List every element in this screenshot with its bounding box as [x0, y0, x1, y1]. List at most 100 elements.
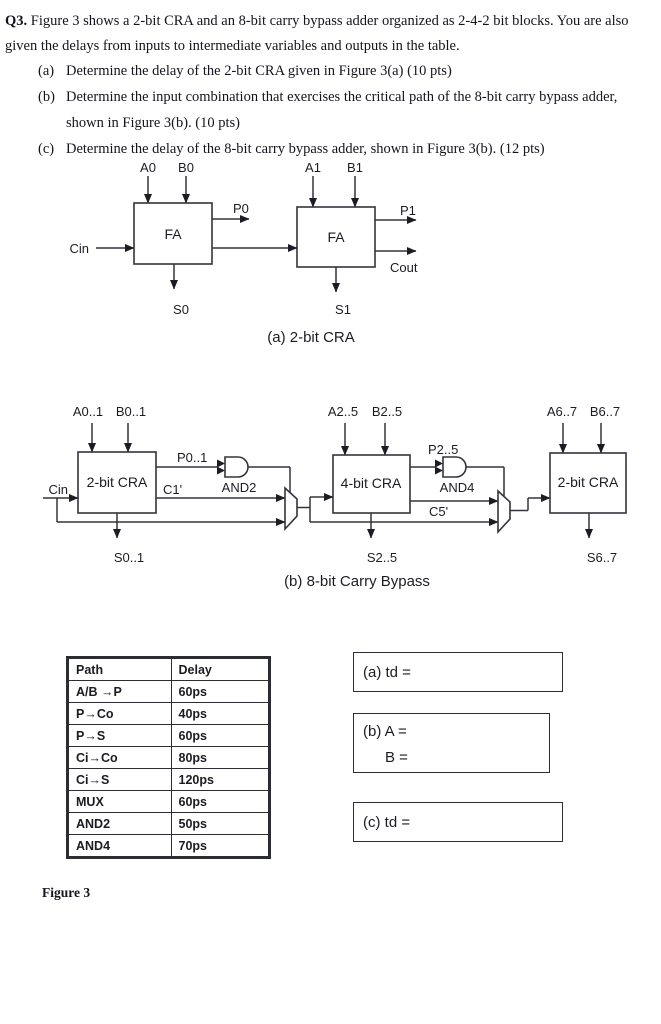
item-b-text: Determine the input combination that exe… [66, 89, 618, 131]
label-c5: C5' [429, 504, 448, 519]
label-p0: P0 [233, 201, 249, 216]
cell-path: AND4 [67, 834, 172, 858]
cell-path: AND2 [67, 812, 172, 835]
label-a1: A1 [305, 160, 321, 175]
label-b01: B0..1 [116, 404, 146, 419]
figure-label: Figure 3 [42, 885, 91, 900]
label-s1: S1 [335, 302, 351, 317]
answer-box-a: (a) td = [353, 652, 563, 692]
diagram-a-caption: (a) 2-bit CRA [267, 329, 355, 346]
label-s0: S0 [173, 302, 189, 317]
p01-bus-arrow-2 [217, 466, 225, 475]
label-cin: Cin [69, 241, 89, 256]
p25-bus-arrow-2 [435, 466, 443, 475]
and2-gate [224, 456, 249, 478]
cra-4bit-block [332, 454, 411, 514]
label-b1: B1 [347, 160, 363, 175]
cell-path: MUX [67, 790, 172, 813]
answer-c-label: (c) td = [363, 813, 411, 831]
cell-delay: 50ps [170, 812, 270, 835]
question-item-c: (c) Determine the delay of the 8-bit car… [38, 136, 644, 162]
fa0-label: FA [164, 226, 182, 242]
diagram-8bit-carry-bypass: A0..1 B0..1 2-bit CRA Cin P0..1 AND2 C1'… [43, 404, 627, 590]
answer-b-label-a: (b) A = [363, 723, 407, 740]
question-item-a: (a) Determine the delay of the 2-bit CRA… [38, 58, 644, 84]
question-intro-text: Figure 3 shows a 2-bit CRA and an 8-bit … [5, 13, 629, 54]
question-intro: Q3. Figure 3 shows a 2-bit CRA and an 8-… [5, 9, 658, 59]
p25-bus-arrow-1 [435, 459, 443, 468]
label-b0: B0 [178, 160, 194, 175]
header-path: Path [67, 657, 172, 681]
answer-b-label-b: B = [385, 749, 408, 766]
label-p25: P2..5 [428, 442, 458, 457]
question-items: (a) Determine the delay of the 2-bit CRA… [38, 58, 644, 162]
label-p1: P1 [400, 203, 416, 218]
label-b25: B2..5 [372, 404, 402, 419]
label-s67: S6..7 [587, 550, 617, 565]
fa0-input-arrows [144, 176, 190, 204]
header-delay: Delay [170, 657, 270, 681]
cra-2bit-label-1: 2-bit CRA [87, 474, 148, 490]
stage1-input-arrows [88, 423, 132, 453]
cell-delay: 40ps [170, 702, 270, 725]
label-a01: A0..1 [73, 404, 103, 419]
answer-box-b: (b) A = B = [353, 713, 550, 773]
cra-2bit-block-2 [549, 452, 627, 514]
cell-path: Ci→Co [67, 746, 172, 769]
cell-path: A/B →P [67, 680, 172, 703]
cell-path: Ci→S [67, 768, 172, 791]
cell-delay: 70ps [170, 834, 270, 858]
label-b67: B6..7 [590, 404, 620, 419]
label-a67: A6..7 [547, 404, 577, 419]
mux2 [497, 489, 511, 535]
table-header-row: Path Delay [67, 657, 270, 681]
diagram-b-caption: (b) 8-bit Carry Bypass [284, 573, 430, 590]
answer-a-label: (a) td = [363, 663, 411, 681]
label-s01: S0..1 [114, 550, 144, 565]
cell-delay: 60ps [170, 724, 270, 747]
answer-box-c: (c) td = [353, 802, 563, 842]
cell-delay: 80ps [170, 746, 270, 769]
fa1-label: FA [327, 229, 345, 245]
question-item-b: (b) Determine the input combination that… [38, 84, 644, 136]
cell-path: P→Co [67, 702, 172, 725]
item-c-marker: (c) [38, 141, 55, 157]
cra-2bit-block-1 [77, 451, 157, 514]
mux1 [284, 486, 298, 532]
item-b-marker: (b) [38, 89, 55, 105]
fa1-input-arrows [309, 176, 359, 208]
label-p01: P0..1 [177, 450, 207, 465]
p01-bus-arrow-1 [217, 459, 225, 468]
item-c-text: Determine the delay of the 8-bit carry b… [66, 141, 545, 157]
fa1-block [296, 206, 376, 268]
cra-2bit-label-2: 2-bit CRA [558, 474, 619, 490]
item-a-marker: (a) [38, 63, 55, 79]
cell-delay: 60ps [170, 790, 270, 813]
label-a25: A2..5 [328, 404, 358, 419]
cell-path: P→S [67, 724, 172, 747]
stage2-input-arrows [341, 423, 389, 456]
label-s25: S2..5 [367, 550, 397, 565]
fa0-block [133, 202, 213, 265]
cell-delay: 120ps [170, 768, 270, 791]
label-cin-b: Cin [48, 482, 68, 497]
diagram-2bit-cra: A0 B0 A1 B1 FA FA Cin P0 S0 P1 Cout S1 (… [69, 160, 418, 346]
and2-label: AND2 [222, 480, 257, 495]
label-cout: Cout [390, 260, 418, 275]
and4-gate [442, 456, 467, 478]
label-a0: A0 [140, 160, 156, 175]
item-a-text: Determine the delay of the 2-bit CRA giv… [66, 63, 452, 79]
question-number: Q3. [5, 13, 28, 29]
label-c1: C1' [163, 482, 182, 497]
stage3-input-arrows [559, 423, 605, 454]
